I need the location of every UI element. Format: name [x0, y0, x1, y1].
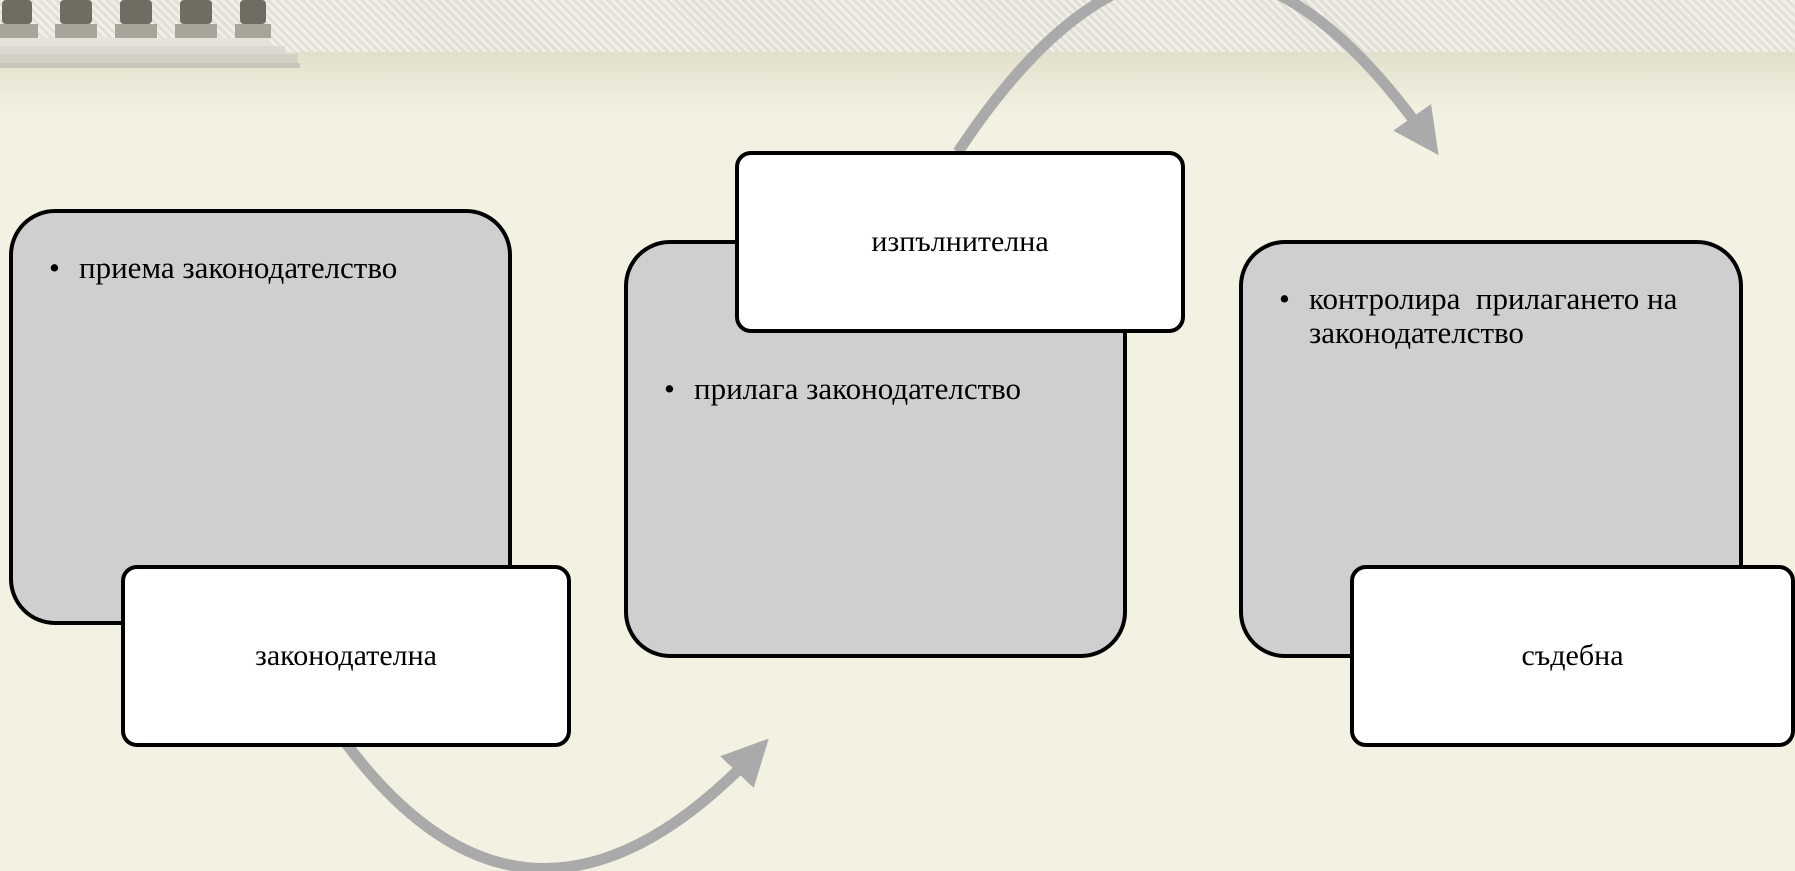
- branch-legislative-label: законодателна: [121, 565, 571, 747]
- header-band: [0, 0, 1795, 54]
- arrow-top: [953, 0, 1439, 156]
- executive-title: изпълнителна: [871, 225, 1049, 258]
- judicial-bullets: контролира прилагането на законодателств…: [1275, 281, 1721, 350]
- executive-bullet: прилага законодателство: [660, 371, 1113, 406]
- executive-bullets: прилага законодателство: [660, 371, 1113, 406]
- judicial-bullet: контролира прилагането на законодателств…: [1275, 281, 1721, 350]
- legislative-title: законодателна: [255, 639, 437, 672]
- legislative-bullets: приема законодателство: [45, 250, 498, 285]
- branch-legislative-content: приема законодателство: [9, 209, 512, 625]
- judicial-title: съдебна: [1521, 639, 1624, 672]
- header-shadow: [0, 52, 1795, 112]
- legislative-bullet: приема законодателство: [45, 250, 498, 285]
- arrow-bottom: [340, 738, 769, 871]
- branch-executive-label: изпълнителна: [735, 151, 1185, 333]
- columns-icon: [0, 0, 300, 68]
- branch-judicial-label: съдебна: [1350, 565, 1795, 747]
